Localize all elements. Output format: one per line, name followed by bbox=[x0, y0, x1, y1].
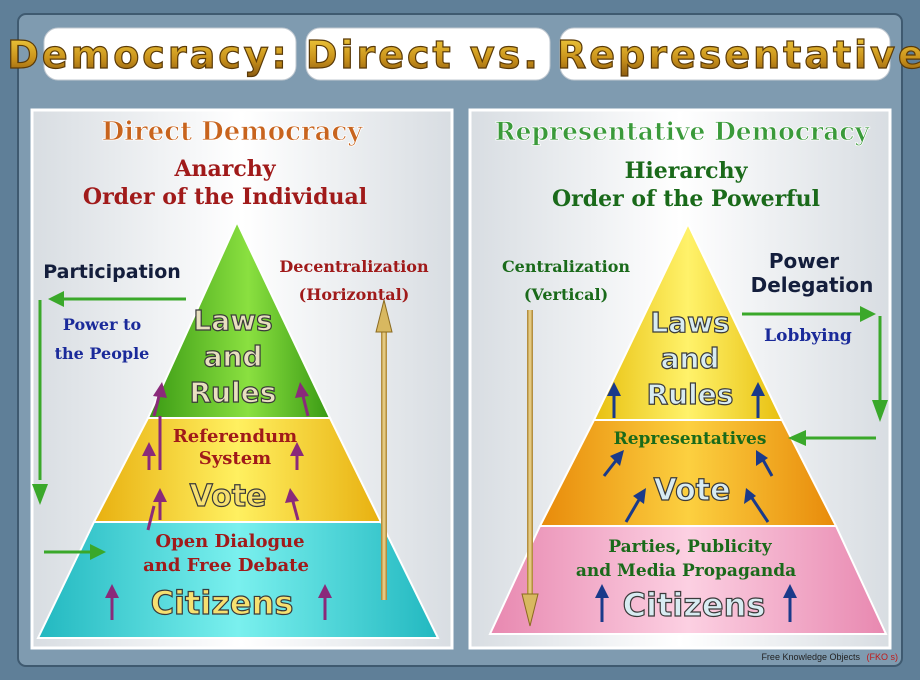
right-tier-citizens bbox=[488, 525, 888, 635]
power-to-the-people-2: the People bbox=[55, 344, 150, 363]
left-laws-1: Laws bbox=[193, 304, 272, 337]
arrow-head-lobby-left bbox=[788, 430, 806, 446]
left-heading: Direct Democracy bbox=[102, 117, 364, 147]
left-subtitle-2: Order of the Individual bbox=[83, 184, 367, 210]
arrow-head-delegation bbox=[860, 306, 876, 322]
power-to-the-people-1: Power to bbox=[63, 315, 142, 334]
dialogue-label-1: Open Dialogue bbox=[155, 531, 304, 552]
referendum-label-2: System bbox=[199, 448, 271, 469]
title-plates bbox=[43, 27, 891, 81]
left-citizens: Citizens bbox=[151, 584, 294, 622]
power-delegation-label-1: Power bbox=[769, 249, 839, 273]
left-laws-3: Rules bbox=[190, 376, 277, 409]
arrow-head-down bbox=[32, 484, 48, 505]
parties-label-2: and Media Propaganda bbox=[576, 561, 796, 581]
centralization-label-1: Centralization bbox=[502, 257, 630, 276]
parties-label-1: Parties, Publicity bbox=[608, 537, 772, 557]
decentralization-arrow-shaft bbox=[381, 330, 387, 600]
right-blue-arrows bbox=[595, 382, 797, 622]
left-subtitle-1: Anarchy bbox=[173, 156, 276, 182]
participation-label: Participation bbox=[43, 261, 181, 283]
right-citizens: Citizens bbox=[623, 586, 766, 624]
left-pyramid bbox=[36, 219, 440, 639]
arrow-head-lobby-down bbox=[872, 400, 888, 422]
referendum-label-1: Referendum bbox=[173, 426, 297, 447]
decentralization-arrow-head bbox=[375, 299, 393, 333]
page-title: Democracy: Direct vs. Representative bbox=[7, 33, 920, 77]
arrow-head-participation bbox=[48, 291, 64, 307]
left-vote: Vote bbox=[190, 479, 267, 514]
right-laws-3: Rules bbox=[647, 378, 734, 411]
arrow-head-right bbox=[90, 544, 106, 560]
right-vote: Vote bbox=[654, 473, 731, 508]
decentralization-label-1: Decentralization bbox=[279, 257, 429, 276]
representatives-label: Representatives bbox=[614, 429, 767, 449]
lobbying-label: Lobbying bbox=[764, 326, 852, 346]
right-laws-2: and bbox=[661, 342, 720, 375]
right-laws-1: Laws bbox=[650, 306, 729, 339]
right-subtitle-2: Order of the Powerful bbox=[552, 186, 820, 212]
power-delegation-label-2: Delegation bbox=[751, 273, 874, 297]
left-tier-citizens bbox=[36, 521, 440, 639]
right-heading: Representative Democracy bbox=[495, 117, 871, 146]
left-participation-arrows bbox=[38, 297, 186, 554]
right-subtitle-1: Hierarchy bbox=[625, 158, 749, 184]
decentralization-label-2: (Horizontal) bbox=[299, 285, 410, 304]
centralization-arrow-head bbox=[521, 593, 539, 627]
centralization-label-2: (Vertical) bbox=[524, 285, 608, 304]
credit-tag: (FKO s) bbox=[867, 652, 899, 662]
right-delegation-arrows bbox=[742, 312, 882, 440]
dialogue-label-2: and Free Debate bbox=[143, 555, 309, 576]
left-purple-arrows bbox=[105, 382, 332, 620]
centralization-arrow-shaft bbox=[527, 310, 533, 596]
credit-text: Free Knowledge Objects bbox=[761, 652, 860, 662]
right-pyramid bbox=[488, 221, 888, 635]
left-laws-2: and bbox=[204, 340, 263, 373]
